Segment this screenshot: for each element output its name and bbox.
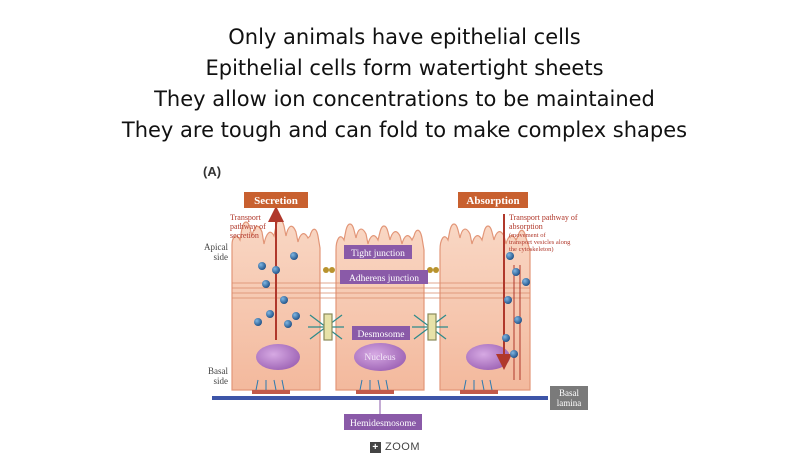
zoom-button[interactable]: + ZOOM <box>370 440 420 454</box>
transport-absorption-4: transport vesicles along <box>509 239 571 246</box>
slide-text-block: Only animals have epithelial cells Epith… <box>0 22 809 146</box>
basal-lamina-label-2: lamina <box>557 398 582 408</box>
adherens-junction-label: Adherens junction <box>349 274 419 284</box>
absorption-box <box>458 192 528 208</box>
secretion-box <box>244 192 308 208</box>
panel-label: (A) <box>203 164 221 179</box>
transport-secretion-2: pathway of <box>230 222 266 231</box>
nucleus-left <box>256 344 300 370</box>
hemidesmosome-plaques <box>252 390 498 394</box>
slide-line-2: Epithelial cells form watertight sheets <box>205 56 604 80</box>
tight-junction-dots <box>323 267 439 273</box>
transport-absorption-3: (movement of <box>509 232 546 239</box>
desmosome-left <box>308 313 344 341</box>
basal-label-2: side <box>214 376 229 386</box>
transport-absorption-1: Transport pathway of <box>509 213 578 222</box>
desmosome-label: Desmosome <box>358 330 405 340</box>
secretion-label: Secretion <box>254 195 298 207</box>
hemidesmosome-spikes <box>255 379 493 391</box>
hemidesmosome-label: Hemidesmosome <box>350 419 416 429</box>
basal-lamina-label-1: Basal <box>559 388 579 398</box>
desmosome-box <box>352 326 410 340</box>
apical-label-2: side <box>214 252 229 262</box>
hemidesmosome-box <box>344 414 422 430</box>
apical-label-1: Apical <box>204 242 228 252</box>
transport-absorption-5: the cytoskeleton) <box>509 246 554 253</box>
basal-label-1: Basal <box>208 366 228 376</box>
desmosome-right <box>412 313 448 341</box>
adherens-junction-box <box>340 270 428 284</box>
slide-line-3: They allow ion concentrations to be main… <box>154 87 655 111</box>
tight-junction-label: Tight junction <box>351 249 405 259</box>
tight-junction-box <box>344 245 412 259</box>
slide-line-4: They are tough and can fold to make comp… <box>121 118 688 142</box>
vesicles <box>254 252 530 358</box>
transport-absorption-2: absorption <box>509 222 543 231</box>
nucleus-label: Nucleus <box>364 353 395 363</box>
cell-right <box>439 223 531 391</box>
transport-secretion-1: Transport <box>230 213 262 222</box>
plus-icon: + <box>370 441 381 453</box>
absorption-label: Absorption <box>466 195 519 207</box>
cell-middle <box>335 223 425 391</box>
basal-lamina-box <box>550 386 588 410</box>
zoom-label: ZOOM <box>385 441 420 453</box>
slide-line-1: Only animals have epithelial cells <box>228 25 581 49</box>
nucleus-middle <box>354 343 406 371</box>
transport-secretion-3: secretion <box>230 231 259 240</box>
